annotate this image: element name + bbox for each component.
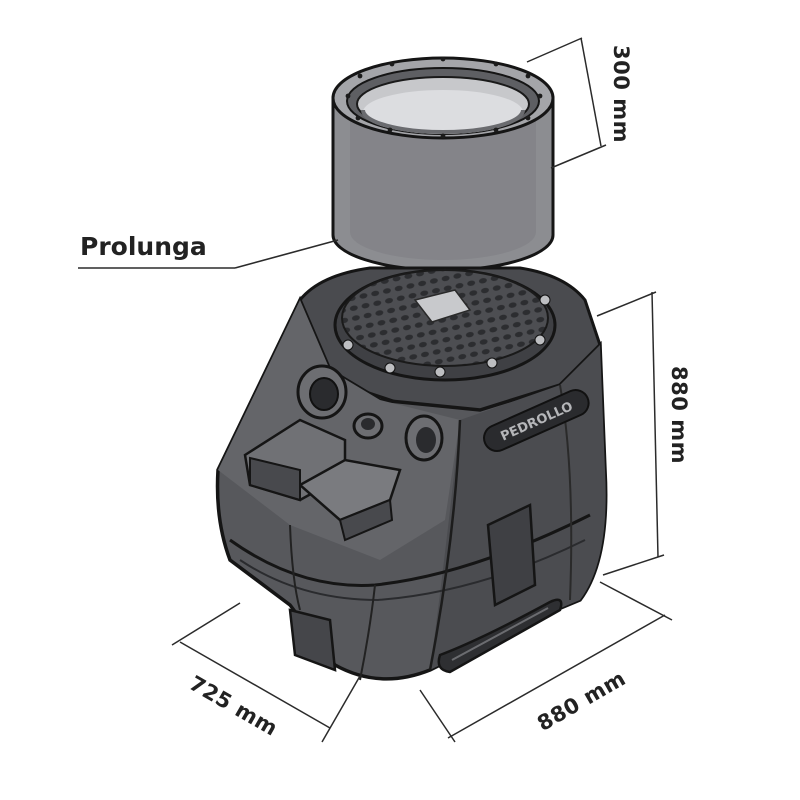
dimension-extension-height-label: 300 mm [609, 45, 633, 143]
extension-callout: Prolunga [78, 232, 339, 269]
dimension-tank-height [596, 291, 665, 576]
top-cover [333, 268, 557, 382]
inlet-port-left [296, 364, 348, 420]
dimension-tank-width [419, 581, 673, 743]
inlet-port-right [404, 414, 444, 462]
handle-slot [437, 598, 563, 674]
dimension-tank-height-label: 880 mm [667, 366, 691, 464]
vent-fitting [352, 412, 384, 440]
dimension-tank-depth-label: 725 mm [185, 671, 282, 741]
dimension-tank-width-label: 880 mm [533, 666, 630, 736]
dimension-tank-depth [171, 602, 361, 743]
extension-label: Prolunga [80, 232, 207, 261]
dimension-extension-height [526, 37, 607, 169]
extension-ring [331, 56, 555, 272]
